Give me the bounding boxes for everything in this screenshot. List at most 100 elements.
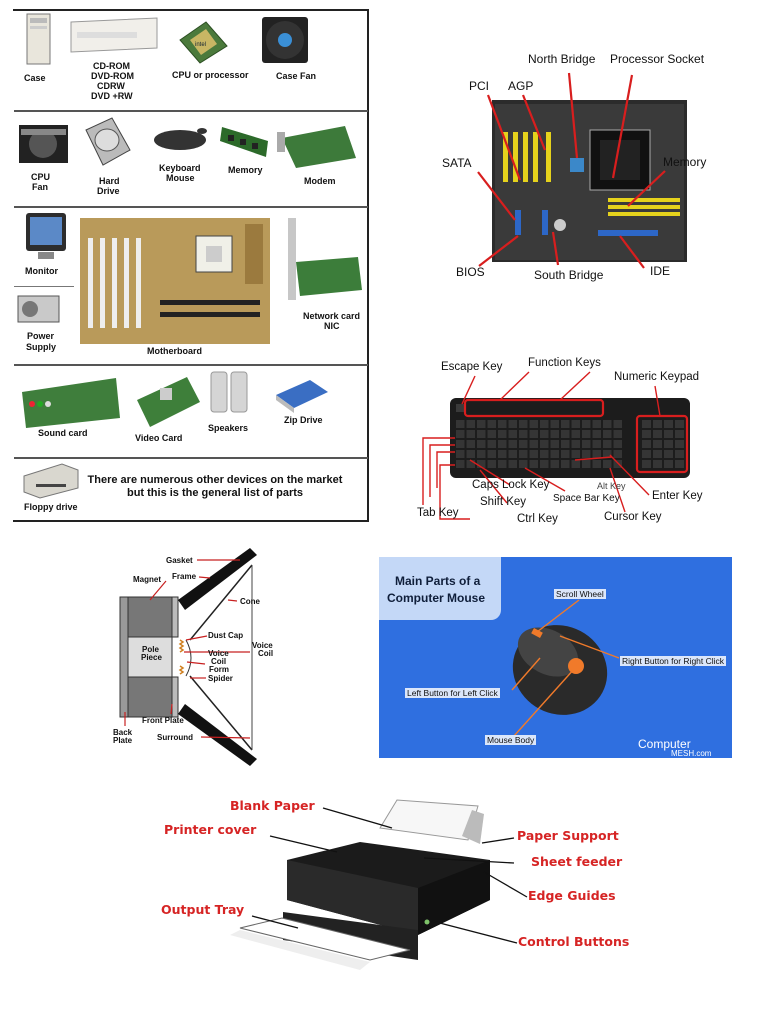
label-cdrom-2: DVD-ROM bbox=[91, 71, 134, 81]
brand-computer: Computer bbox=[638, 737, 691, 751]
label-printer-cover: Printer cover bbox=[164, 822, 257, 837]
keyboard-key bbox=[529, 420, 538, 428]
label-paper-support: Paper Support bbox=[517, 828, 619, 843]
motherboard-image bbox=[80, 218, 270, 344]
keyboard-key bbox=[487, 420, 496, 428]
floppy-image bbox=[23, 463, 79, 499]
keyboard-key bbox=[477, 460, 486, 468]
keyboard-key bbox=[519, 420, 528, 428]
keyboard-key bbox=[550, 450, 559, 458]
label-alt-key: Alt Key bbox=[597, 481, 626, 491]
label-voice-coil-form-2: Coil bbox=[211, 657, 227, 666]
keypad-key bbox=[664, 460, 673, 468]
label-cpu: CPU or processor bbox=[172, 70, 249, 80]
keyboard-key bbox=[529, 430, 538, 438]
label-voice-coil-2: Coil bbox=[258, 649, 274, 658]
keyboard-key bbox=[487, 460, 496, 468]
mouse-title-box: Main Parts of a Computer Mouse bbox=[379, 557, 501, 620]
label-control-buttons: Control Buttons bbox=[518, 934, 630, 949]
keyboard-key bbox=[561, 430, 570, 438]
video-card-image bbox=[137, 377, 200, 427]
parts-note-line-1: There are numerous other devices on the … bbox=[87, 474, 343, 486]
label-escape-key: Escape Key bbox=[441, 361, 503, 373]
keyboard-key bbox=[592, 440, 601, 448]
label-floppy: Floppy drive bbox=[24, 502, 78, 512]
label-shift-key: Shift Key bbox=[480, 496, 527, 508]
divider bbox=[14, 110, 368, 112]
parts-note: There are numerous other devices on the … bbox=[80, 474, 350, 500]
keypad-key bbox=[642, 450, 651, 458]
keyboard-key bbox=[466, 440, 475, 448]
keyboard-key bbox=[613, 430, 622, 438]
label-blank-paper: Blank Paper bbox=[230, 798, 315, 813]
label-dust-cap: Dust Cap bbox=[208, 631, 244, 640]
keyboard-key bbox=[592, 430, 601, 438]
sound-card-image bbox=[22, 378, 120, 428]
cdrom-image bbox=[70, 17, 158, 53]
label-modem: Modem bbox=[304, 176, 336, 186]
keypad-key bbox=[642, 430, 651, 438]
keyboard-key bbox=[456, 430, 465, 438]
keyboard-key bbox=[508, 450, 517, 458]
keypad-key bbox=[653, 420, 662, 428]
keyboard-key bbox=[571, 430, 580, 438]
label-keyboard-1: Keyboard bbox=[159, 163, 201, 173]
keyboard-key bbox=[487, 430, 496, 438]
keyboard-key bbox=[456, 420, 465, 428]
keypad-key bbox=[642, 440, 651, 448]
keyboard-key bbox=[529, 440, 538, 448]
keyboard-key bbox=[498, 440, 507, 448]
keyboard-key bbox=[508, 460, 517, 468]
keypad-key bbox=[653, 460, 662, 468]
keyboard-key bbox=[456, 440, 465, 448]
label-gasket: Gasket bbox=[166, 556, 193, 565]
label-cursor-key: Cursor Key bbox=[604, 511, 662, 523]
keyboard-key bbox=[540, 440, 549, 448]
label-monitor: Monitor bbox=[25, 266, 58, 276]
label-cdrom-1: CD-ROM bbox=[93, 61, 130, 71]
label-numeric-keypad: Numeric Keypad bbox=[614, 371, 700, 383]
keyboard-key bbox=[561, 450, 570, 458]
label-cpu-fan-1: CPU bbox=[31, 172, 51, 182]
keyboard-key bbox=[508, 430, 517, 438]
case-image bbox=[26, 13, 51, 65]
keyboard-key bbox=[603, 420, 612, 428]
keyboard-key bbox=[456, 450, 465, 458]
keypad-key bbox=[653, 450, 662, 458]
cpu-image: intel bbox=[179, 21, 228, 64]
keyboard-key bbox=[498, 460, 507, 468]
label-sound-card: Sound card bbox=[38, 428, 88, 438]
divider bbox=[14, 457, 368, 459]
label-back-plate-2: Plate bbox=[113, 736, 133, 745]
keyboard-key bbox=[498, 450, 507, 458]
label-memory: Memory bbox=[228, 165, 263, 175]
label-cdrom-3: CDRW bbox=[97, 81, 125, 91]
label-motherboard: Motherboard bbox=[147, 346, 202, 356]
label-video-card: Video Card bbox=[135, 433, 183, 443]
keyboard-key bbox=[466, 430, 475, 438]
keypad-key bbox=[653, 430, 662, 438]
label-edge-guides: Edge Guides bbox=[528, 888, 616, 903]
keyboard-key bbox=[571, 450, 580, 458]
divider bbox=[14, 286, 74, 287]
keyboard-key bbox=[487, 440, 496, 448]
keyboard-key bbox=[613, 420, 622, 428]
label-power-supply-1: Power bbox=[27, 331, 55, 341]
divider bbox=[14, 364, 368, 366]
modem-image bbox=[277, 126, 356, 168]
label-cone: Cone bbox=[240, 597, 260, 606]
keyboard-key bbox=[456, 460, 465, 468]
label-frame: Frame bbox=[172, 572, 197, 581]
keyboard-key bbox=[603, 440, 612, 448]
keyboard-key bbox=[550, 420, 559, 428]
keyboard-key bbox=[582, 430, 591, 438]
keypad-key bbox=[675, 430, 684, 438]
keyboard-key bbox=[466, 420, 475, 428]
label-pole-piece-2: Piece bbox=[141, 653, 162, 662]
keyboard-key bbox=[582, 440, 591, 448]
keyboard-key bbox=[529, 450, 538, 458]
label-case: Case bbox=[24, 73, 46, 83]
label-case-fan: Case Fan bbox=[276, 71, 317, 81]
mouse-title-line-1: Main Parts of a bbox=[395, 574, 481, 588]
